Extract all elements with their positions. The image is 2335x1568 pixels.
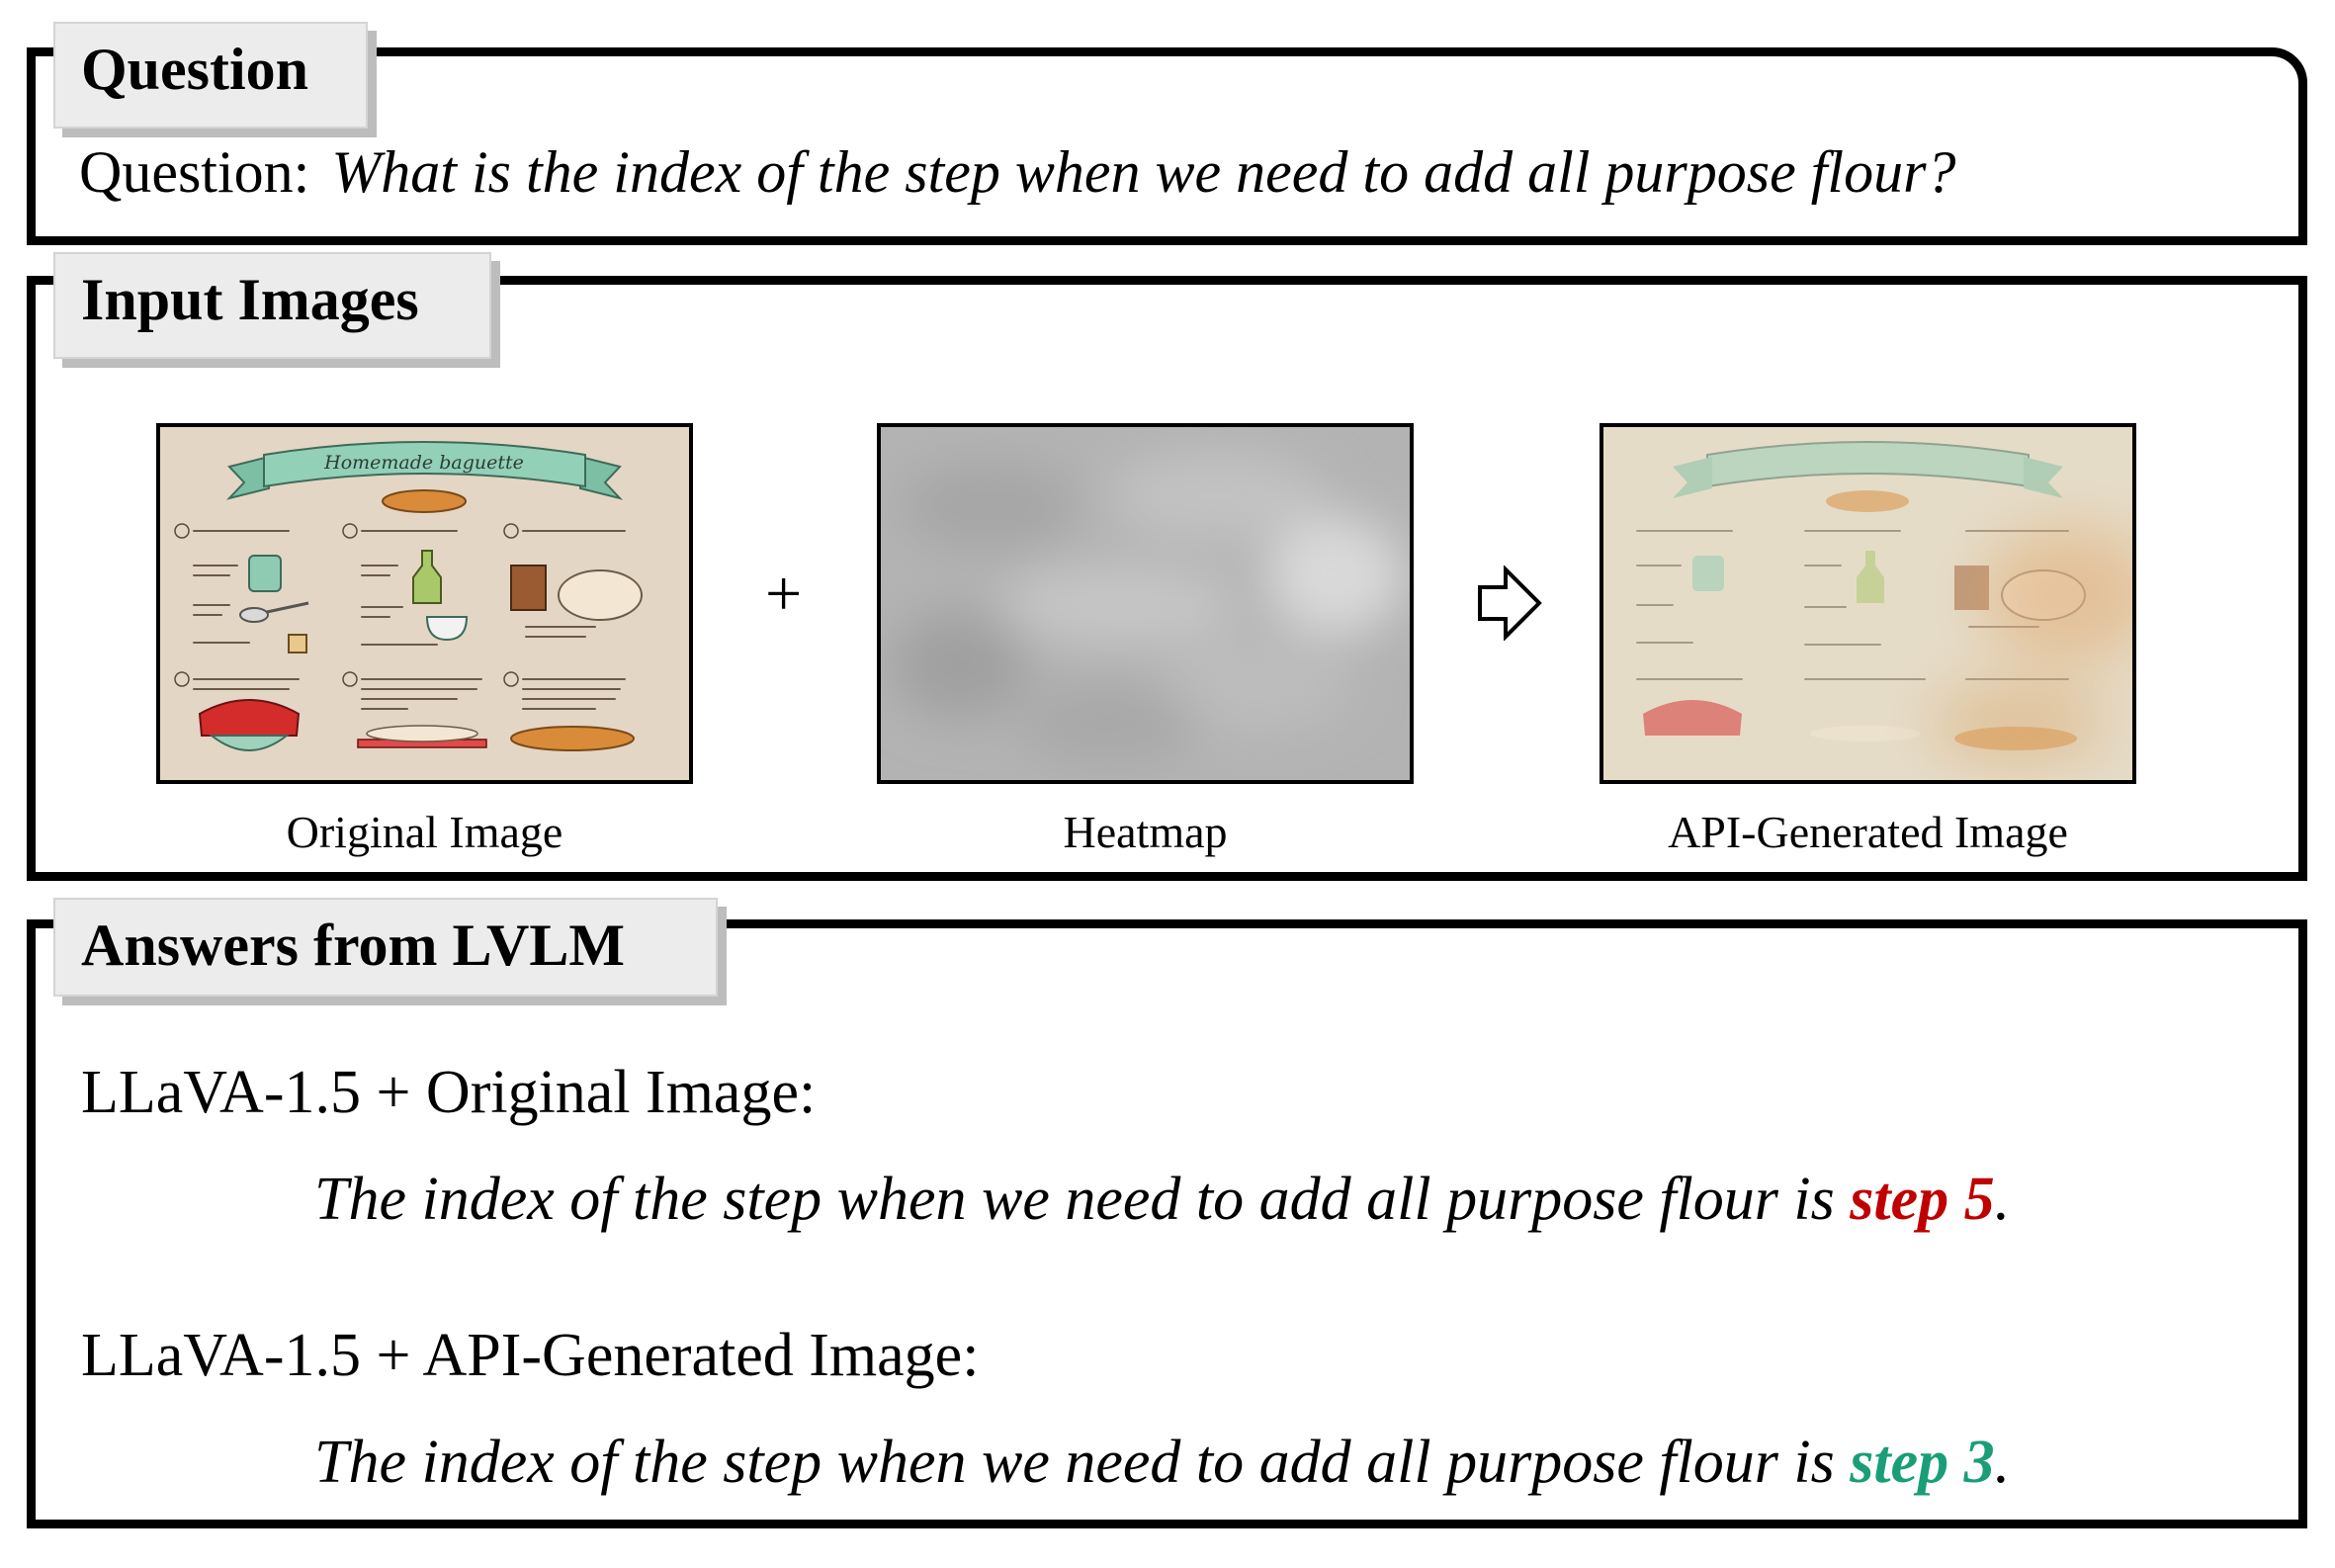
- answers-header: Answers from LVLM: [53, 898, 718, 997]
- model-label-original: LLaVA-1.5 + Original Image:: [81, 1059, 817, 1126]
- heatmap-caption: Heatmap: [1063, 807, 1228, 857]
- answer-api: The index of the step when we need to ad…: [314, 1428, 2010, 1498]
- input-images-header: Input Images: [53, 252, 491, 359]
- question-text: What is the index of the step when we ne…: [331, 139, 1956, 205]
- api-image-caption: API-Generated Image: [1668, 807, 2068, 857]
- answer-period: .: [1994, 1166, 2011, 1233]
- heatmap-graphic: [881, 427, 1410, 780]
- answers-panel: [27, 919, 2307, 1528]
- api-recipe-illustration: [1636, 441, 2132, 763]
- answer-text: The index of the step when we need to ad…: [314, 1429, 1851, 1496]
- question-header: Question: [53, 22, 368, 129]
- question-panel: [27, 47, 2307, 245]
- plus-operator: +: [765, 558, 803, 630]
- original-image-caption: Original Image: [286, 807, 563, 857]
- arrow-right-icon: [1478, 566, 1542, 641]
- answer-value-wrong: step 5: [1850, 1166, 1995, 1233]
- question-line: Question: What is the index of the step w…: [79, 138, 1955, 207]
- model-label-api: LLaVA-1.5 + API-Generated Image:: [81, 1322, 980, 1389]
- answer-period: .: [1994, 1429, 2011, 1496]
- api-generated-image: [1600, 423, 2136, 784]
- answer-original: The index of the step when we need to ad…: [314, 1165, 2010, 1235]
- answer-text: The index of the step when we need to ad…: [314, 1166, 1851, 1233]
- heatmap-image: [877, 423, 1414, 784]
- recipe-illustration: Homemade baguette: [174, 441, 643, 751]
- question-label: Question:: [79, 139, 310, 205]
- answer-value-correct: step 3: [1850, 1429, 1995, 1496]
- recipe-title: Homemade baguette: [323, 452, 524, 474]
- original-image: Homemade baguette: [156, 423, 693, 784]
